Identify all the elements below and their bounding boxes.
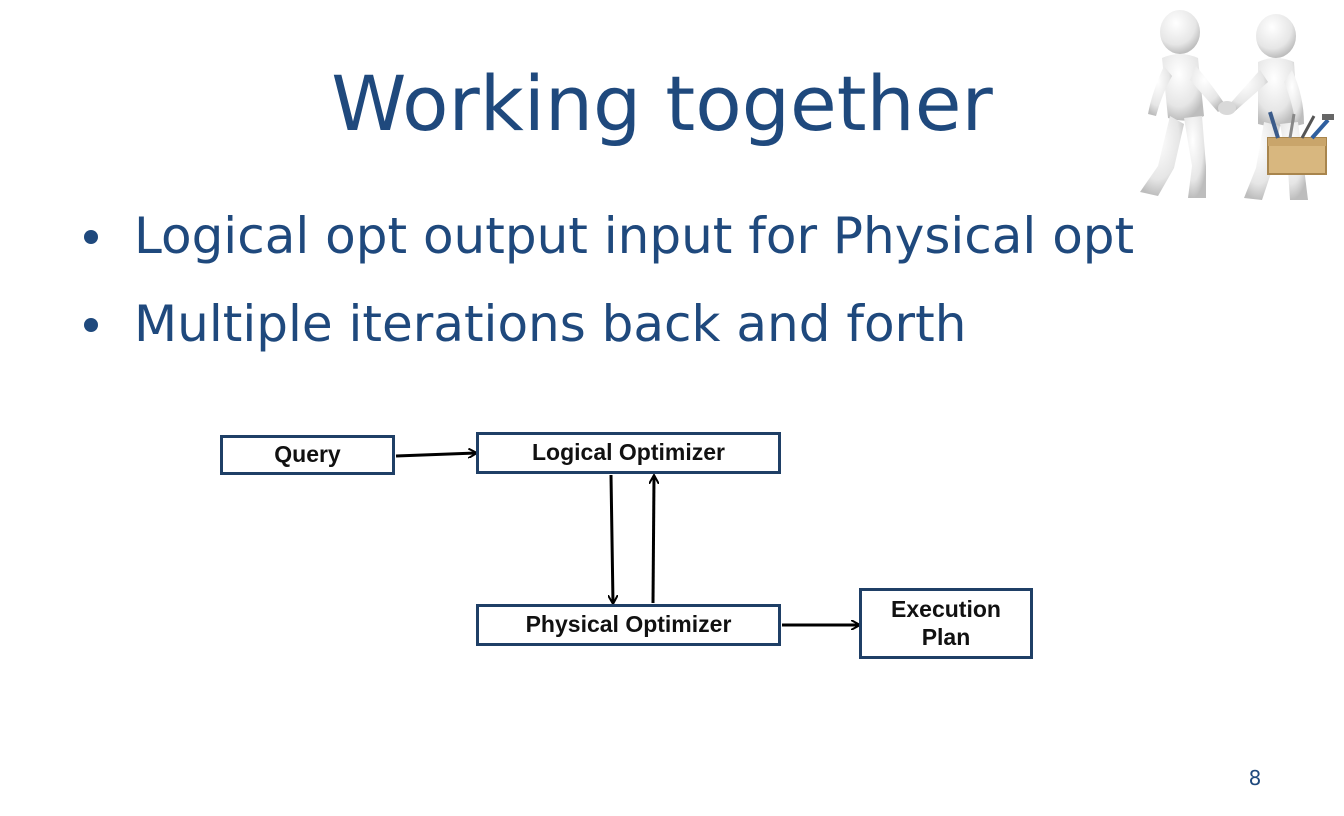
edge-logical-to-physical (611, 474, 613, 603)
bullet-dot-icon (84, 318, 98, 332)
bullet-item: Multiple iterations back and forth (80, 288, 1134, 376)
node-execution-plan: Execution Plan (859, 588, 1033, 659)
node-execution-plan-label-line1: Execution (891, 595, 1001, 622)
bullet-text: Multiple iterations back and forth (134, 295, 967, 353)
node-query: Query (220, 435, 395, 475)
bullet-dot-icon (84, 230, 98, 244)
bullet-item: Logical opt output input for Physical op… (80, 200, 1134, 288)
node-logical-optimizer-label: Logical Optimizer (532, 439, 725, 466)
node-physical-optimizer: Physical Optimizer (476, 604, 781, 646)
edge-physical-to-logical (653, 476, 654, 604)
bullet-list: Logical opt output input for Physical op… (80, 200, 1134, 376)
slide-title: Working together (331, 59, 993, 148)
edge-query-to-logical (395, 453, 476, 456)
node-query-label: Query (274, 441, 341, 468)
page-number: 8 (1248, 766, 1262, 790)
node-physical-optimizer-label: Physical Optimizer (525, 611, 732, 638)
handshake-toolbox-icon (1118, 6, 1340, 206)
node-execution-plan-label-line2: Plan (921, 623, 971, 650)
bullet-text: Logical opt output input for Physical op… (134, 207, 1135, 265)
node-logical-optimizer: Logical Optimizer (476, 432, 781, 474)
